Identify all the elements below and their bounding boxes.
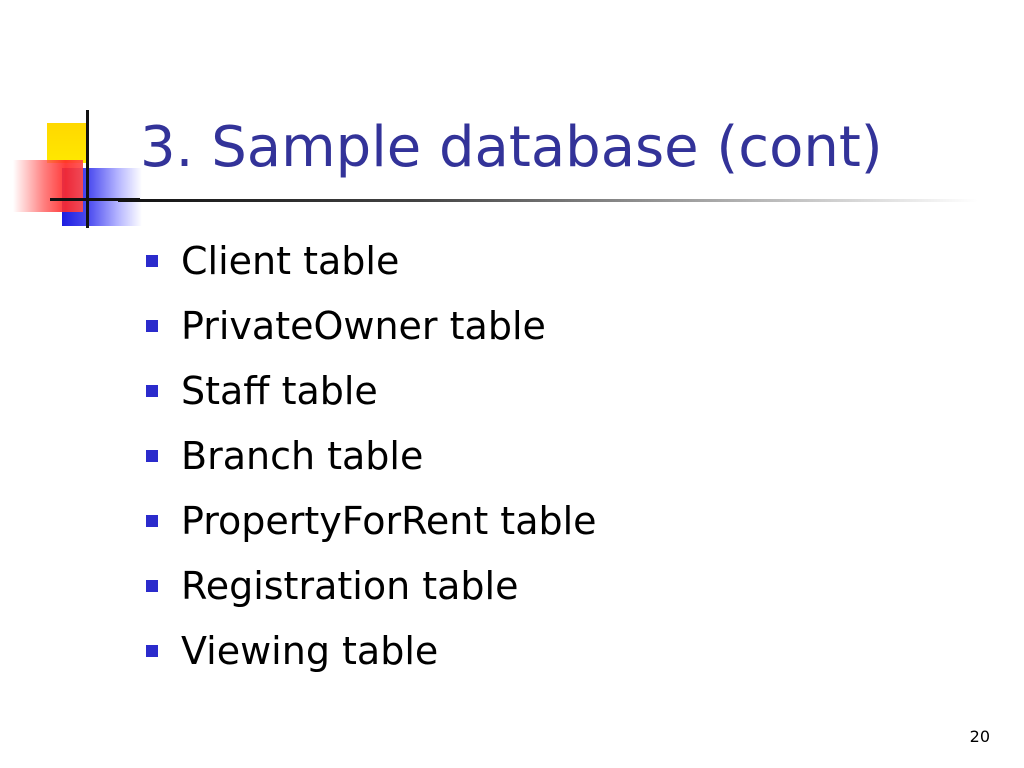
- square-bullet-icon: [146, 384, 158, 397]
- bullet-item: Client table: [146, 228, 597, 293]
- bullet-text: PrivateOwner table: [181, 303, 546, 348]
- square-bullet-icon: [146, 319, 158, 332]
- decoration-yellow-square: [47, 123, 87, 163]
- title-underline: [118, 199, 978, 202]
- bullet-text: Viewing table: [181, 628, 439, 673]
- square-bullet-icon: [146, 254, 158, 267]
- bullet-text: Registration table: [181, 563, 519, 608]
- square-bullet-icon: [146, 644, 158, 657]
- bullet-item: Branch table: [146, 423, 597, 488]
- decoration-vertical-line: [86, 110, 89, 228]
- bullet-item: PrivateOwner table: [146, 293, 597, 358]
- square-bullet-icon: [146, 514, 158, 527]
- bullet-item: PropertyForRent table: [146, 488, 597, 553]
- bullet-item: Registration table: [146, 553, 597, 618]
- bullet-text: PropertyForRent table: [181, 498, 597, 543]
- bullet-text: Staff table: [181, 368, 378, 413]
- bullet-item: Staff table: [146, 358, 597, 423]
- square-bullet-icon: [146, 579, 158, 592]
- slide-decoration-logo: [0, 0, 142, 240]
- page-number: 20: [969, 727, 990, 746]
- decoration-horizontal-line: [50, 198, 140, 201]
- slide-title: 3. Sample database (cont): [140, 115, 883, 180]
- square-bullet-icon: [146, 449, 158, 462]
- bullet-text: Client table: [181, 238, 400, 283]
- bullet-item: Viewing table: [146, 618, 597, 683]
- bullet-text: Branch table: [181, 433, 424, 478]
- bullet-list: Client table PrivateOwner table Staff ta…: [146, 228, 597, 683]
- decoration-red-square: [13, 160, 83, 212]
